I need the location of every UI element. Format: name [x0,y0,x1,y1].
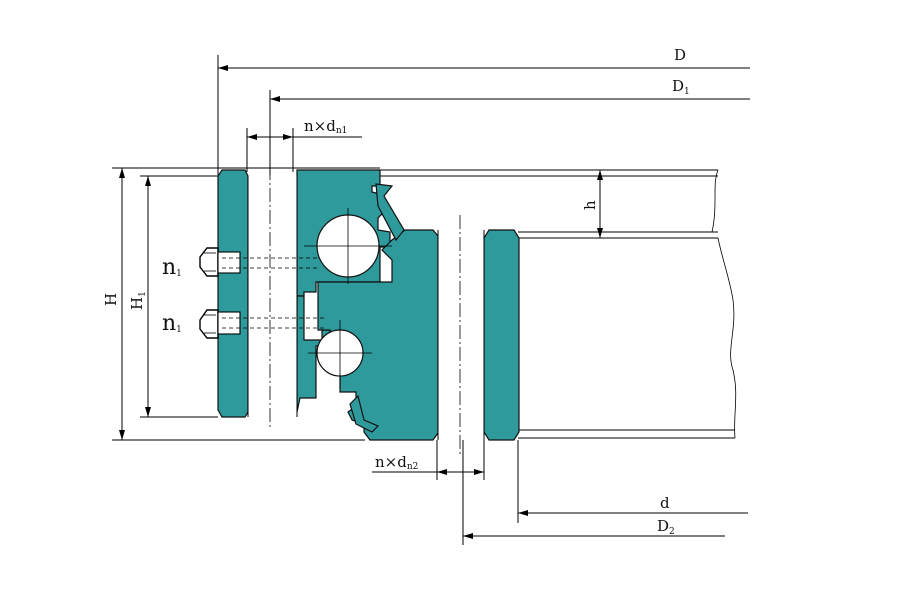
label-n-dn2: n×dn2 [375,453,418,472]
label-H1: H1 [128,291,148,310]
label-D1: D1 [672,77,690,97]
label-n-dn1: n×dn1 [304,117,347,136]
label-n1-bottom: n1 [162,311,182,336]
housing-outline [380,169,737,439]
label-D: D [674,46,686,64]
bolt-holes [247,100,485,455]
label-h: h [581,200,599,210]
label-H: H [102,293,120,306]
label-d: d [660,494,670,512]
grease-nipple-bottom [199,309,326,339]
extension-lines [112,55,519,545]
label-n1-top: n1 [162,255,182,280]
grease-nipple-top [199,247,318,277]
seals [349,183,405,433]
rolling-balls [304,208,392,388]
label-D2: D2 [657,517,675,537]
